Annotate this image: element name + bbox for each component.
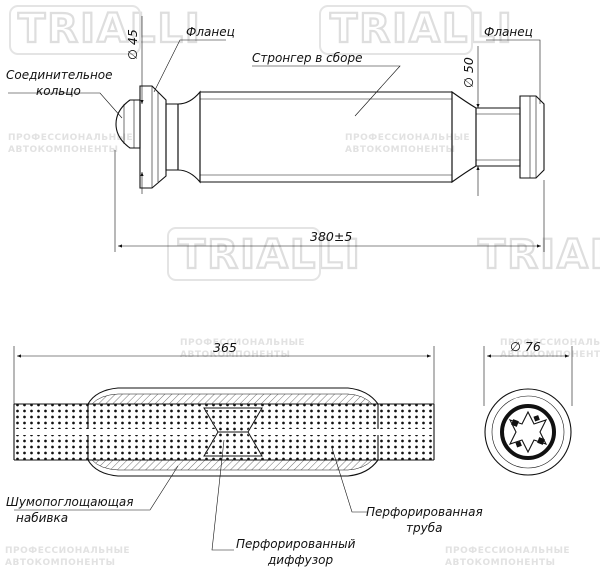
left-taper [177,90,201,184]
label-pipe-line1: Перфорированная [366,505,483,519]
leader-flange-right [486,39,541,104]
sound-packing-top [91,393,373,405]
leader-ring [8,92,123,119]
watermark-line1: ПРОФЕССИОНАЛЬНЫЕ [5,546,130,556]
label-packing-line1: Шумопоглощающая [6,495,133,509]
watermark-line2: АВТОКОМПОНЕНТЫ [345,145,455,155]
end-view: ∅ 76 [483,339,573,476]
leader-stronger [252,65,401,117]
outer-circle [484,388,572,476]
watermark-frame [167,227,321,281]
label-diffuser-line2: диффузор [267,553,333,567]
label-pipe-line2: труба [406,521,442,535]
label-ring-line1: Соединительное [6,68,113,82]
leader-flange-left [153,39,226,93]
label-packing-line2: набивка [16,511,68,525]
watermarks: TRIALLI TRIALLI TRIALLI TRIALLI ПРОФЕССИ… [5,5,600,568]
right-flange [519,95,545,179]
watermark-line1: ПРОФЕССИОНАЛЬНЫЕ [8,133,133,143]
assembly-view: Фланец Соединительное кольцо Стронгер в … [6,16,545,252]
diffuser-star [508,410,548,454]
leader-packing [14,465,179,511]
label-flange-right: Фланец [484,25,533,39]
inner-circle [491,395,565,469]
label-stronger: Стронгер в сборе [252,51,363,65]
label-flange-left: Фланец [186,25,235,39]
watermark-brand: TRIALLI [18,6,202,52]
dim-length-380: 380±5 [310,229,352,244]
watermark-frame [9,5,141,55]
watermark-line1: ПРОФЕССИОНАЛЬНЫЕ [500,338,600,348]
watermark-brand: TRIALLI [178,232,362,278]
pipe-end-ring [500,404,556,460]
watermark-line1: ПРОФЕССИОНАЛЬНЫЕ [445,546,570,556]
watermark-line2: АВТОКОМПОНЕНТЫ [8,145,118,155]
dim-length-365: 365 [213,340,237,355]
watermark-brand: TRIALLI [478,232,600,278]
watermark-line2: АВТОКОМПОНЕНТЫ [445,558,555,568]
watermark-line1: ПРОФЕССИОНАЛЬНЫЕ [180,338,305,348]
dim-d45: ∅ 45 [125,29,140,60]
dim-d76: ∅ 76 [510,339,541,354]
label-diffuser-line1: Перфорированный [236,537,356,551]
sound-packing-bottom [91,459,373,471]
leader-diffuser [211,439,234,551]
watermark-line2: АВТОКОМПОНЕНТЫ [5,558,115,568]
section-view: 365 Шумопоглощающая набивка Перфорирован… [6,340,483,567]
left-flange [139,85,167,189]
watermark-frame [319,5,473,55]
left-neck [165,103,179,171]
right-pipe [475,107,521,167]
dim-d50: ∅ 50 [461,57,476,88]
watermark-brand: TRIALLI [330,6,514,52]
leader-pipe [331,447,368,513]
label-ring-line2: кольцо [36,84,81,98]
watermark-line1: ПРОФЕССИОНАЛЬНЫЕ [345,133,470,143]
connecting-ring [115,99,141,149]
